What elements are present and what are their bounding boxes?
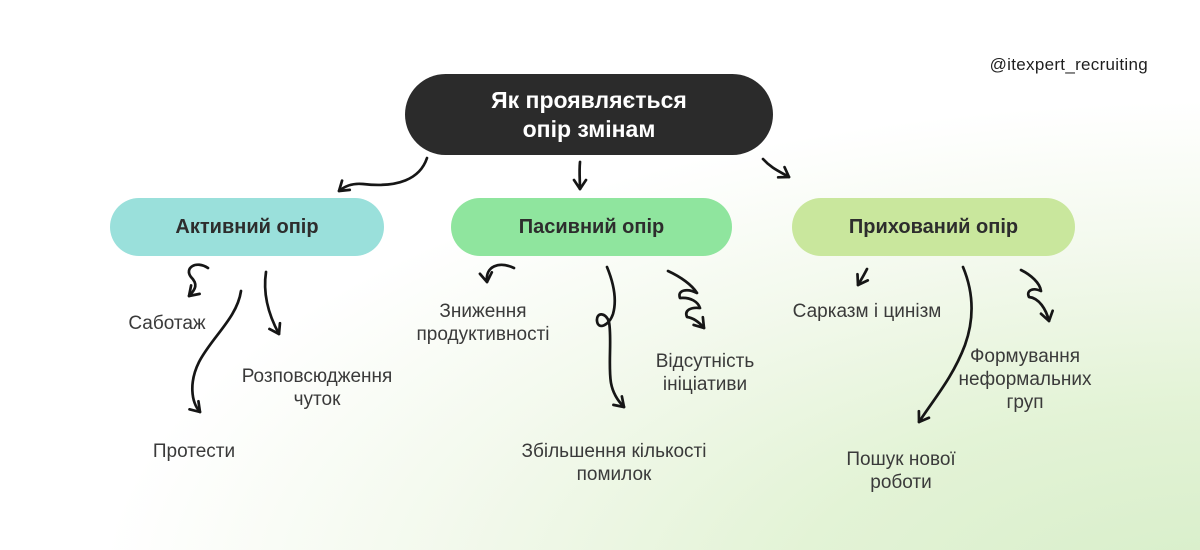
child-label-protests: Протести	[152, 441, 236, 462]
root-node: Як проявляється опір змінам	[405, 74, 773, 155]
root-title-line2: опір змінам	[522, 115, 656, 142]
branch-passive-resistance: Пасивний опір	[451, 198, 732, 256]
root-title-line1: Як проявляється	[491, 87, 687, 114]
child-label-informal-groups: Формування неформальних груп	[958, 346, 1092, 414]
child-label-sarcasm-cynicism: Сарказм і цинізм	[792, 301, 942, 322]
branch-hidden-resistance: Прихований опір	[792, 198, 1075, 256]
arrow-active-to-sabotage	[187, 263, 210, 298]
arrow-root-to-hidden	[761, 157, 791, 179]
arrow-root-to-active	[337, 156, 429, 193]
arrow-hidden-to-groups	[1019, 268, 1054, 323]
arrow-passive-to-initiative	[666, 269, 706, 330]
watermark: @itexpert_recruiting	[989, 55, 1148, 74]
child-label-productivity-drop: Зниження продуктивності	[416, 301, 550, 346]
arrow-passive-to-productivity	[478, 263, 516, 284]
child-label-spreading-rumors: Розповсюдження чуток	[241, 366, 393, 411]
child-label-job-search: Пошук нової роботи	[846, 449, 956, 494]
child-label-lack-of-initiative: Відсутність ініціативи	[655, 351, 755, 396]
arrow-hidden-to-sarcasm	[856, 267, 870, 287]
arrow-passive-to-mistakes	[595, 265, 626, 409]
arrow-active-to-rumors	[263, 270, 282, 336]
child-label-more-mistakes: Збільшення кількості помилок	[521, 441, 707, 486]
branch-active-resistance: Активний опір	[110, 198, 384, 256]
child-label-sabotage: Саботаж	[128, 313, 206, 334]
